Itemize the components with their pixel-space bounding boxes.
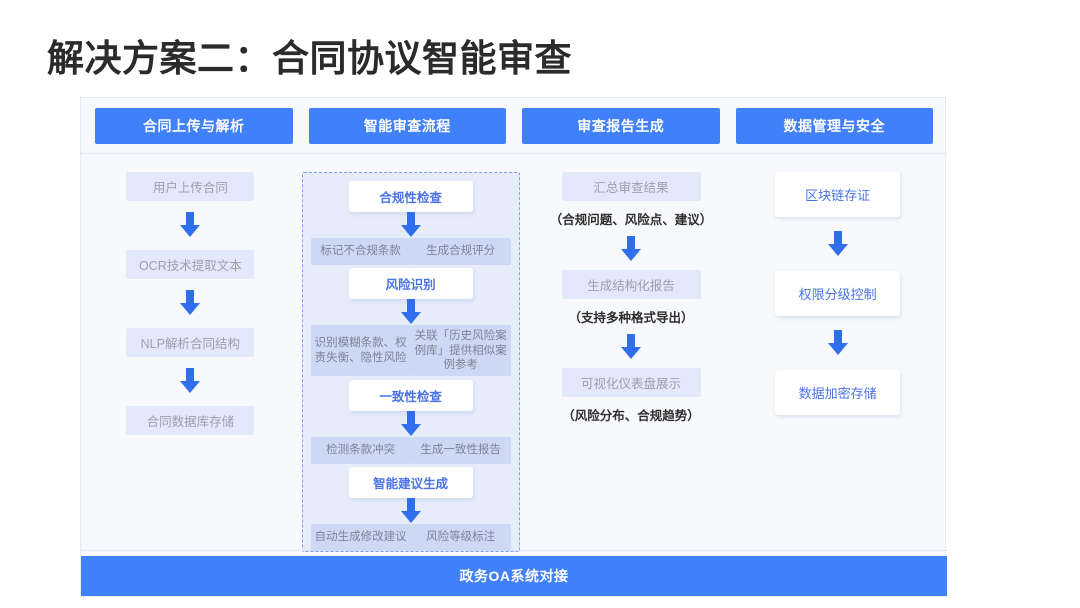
- stage-suggestion-substeps: 自动生成修改建议 风险等级标注: [303, 524, 519, 552]
- footer-oa-integration[interactable]: 政务OA系统对接: [81, 556, 947, 596]
- tab-report-generation[interactable]: 审查报告生成: [522, 107, 720, 144]
- stage-smart-suggestion[interactable]: 智能建议生成: [348, 467, 473, 499]
- substep-detect-clause-conflict[interactable]: 检测条款冲突: [310, 436, 411, 464]
- column-report-generation: 汇总审查结果 （合规问题、风险点、建议） 生成结构化报告 （支持多种格式导出） …: [536, 155, 727, 552]
- down-arrow-icon: [179, 290, 201, 316]
- column-smart-review: 合规性检查 标记不合规条款 生成合规评分 风险识别 识别模糊条款、权责失衡、隐性…: [301, 155, 520, 552]
- stage-consistency-check[interactable]: 一致性检查: [348, 379, 473, 411]
- step-data-encryption-storage[interactable]: 数据加密存储: [775, 370, 901, 415]
- substep-identify-ambiguous-terms[interactable]: 识别模糊条款、权责失衡、隐性风险: [310, 325, 411, 377]
- note-structured-report: （支持多种格式导出）: [568, 311, 694, 325]
- solution-board: 合同上传与解析 智能审查流程 审查报告生成 数据管理与安全 用户上传合同 OCR…: [80, 97, 947, 597]
- columns-area: 用户上传合同 OCR技术提取文本 NLP解析合同结构 合同数据库存储: [81, 155, 947, 552]
- substep-auto-revision-advice[interactable]: 自动生成修改建议: [310, 524, 411, 552]
- tab-data-security[interactable]: 数据管理与安全: [735, 107, 933, 144]
- column-data-security: 区块链存证 权限分级控制 数据加密存储: [742, 155, 933, 552]
- page-title: 解决方案二：合同协议智能审查: [47, 38, 572, 79]
- step-permission-control[interactable]: 权限分级控制: [775, 271, 901, 316]
- down-arrow-icon: [179, 212, 201, 238]
- step-user-upload[interactable]: 用户上传合同: [126, 172, 255, 201]
- down-arrow-icon: [400, 410, 422, 437]
- stage-compliance-check[interactable]: 合规性检查: [348, 181, 473, 212]
- substep-risk-level-tag[interactable]: 风险等级标注: [410, 524, 511, 552]
- step-structured-report[interactable]: 生成结构化报告: [561, 270, 701, 299]
- substep-compliance-score[interactable]: 生成合规评分: [410, 238, 511, 265]
- tab-contract-upload[interactable]: 合同上传与解析: [95, 107, 293, 144]
- down-arrow-icon: [827, 231, 849, 257]
- note-summarize-results: （合规问题、风险点、建议）: [549, 213, 713, 227]
- down-arrow-icon: [179, 368, 201, 394]
- substep-mark-noncompliant[interactable]: 标记不合规条款: [310, 238, 411, 265]
- step-ocr-extract[interactable]: OCR技术提取文本: [126, 250, 255, 279]
- step-contract-db-store[interactable]: 合同数据库存储: [126, 406, 255, 435]
- tab-row: 合同上传与解析 智能审查流程 审查报告生成 数据管理与安全: [81, 98, 947, 154]
- down-arrow-icon: [620, 236, 642, 262]
- footer-wrap: 政务OA系统对接: [81, 550, 947, 596]
- column-contract-upload: 用户上传合同 OCR技术提取文本 NLP解析合同结构 合同数据库存储: [95, 155, 286, 552]
- note-visual-dashboard: （风险分布、合规趋势）: [562, 409, 700, 423]
- down-arrow-icon: [400, 299, 422, 325]
- stage-consistency-substeps: 检测条款冲突 生成一致性报告: [303, 436, 519, 464]
- step-summarize-results[interactable]: 汇总审查结果: [561, 172, 701, 201]
- stage-compliance-substeps: 标记不合规条款 生成合规评分: [303, 238, 519, 265]
- substep-link-risk-case-library[interactable]: 关联「历史风险案例库」提供相似案例参考: [410, 325, 511, 377]
- down-arrow-icon: [620, 334, 642, 360]
- down-arrow-icon: [400, 212, 422, 238]
- tab-smart-review[interactable]: 智能审查流程: [308, 107, 506, 144]
- step-blockchain-evidence[interactable]: 区块链存证: [775, 172, 901, 217]
- stage-risk-substeps: 识别模糊条款、权责失衡、隐性风险 关联「历史风险案例库」提供相似案例参考: [303, 325, 519, 377]
- step-visual-dashboard[interactable]: 可视化仪表盘展示: [561, 368, 701, 397]
- smart-review-panel: 合规性检查 标记不合规条款 生成合规评分 风险识别 识别模糊条款、权责失衡、隐性…: [301, 172, 520, 552]
- step-nlp-parse[interactable]: NLP解析合同结构: [126, 328, 255, 357]
- down-arrow-icon: [827, 330, 849, 356]
- substep-consistency-report[interactable]: 生成一致性报告: [410, 436, 511, 464]
- stage-risk-identification[interactable]: 风险识别: [348, 268, 473, 300]
- down-arrow-icon: [400, 498, 422, 524]
